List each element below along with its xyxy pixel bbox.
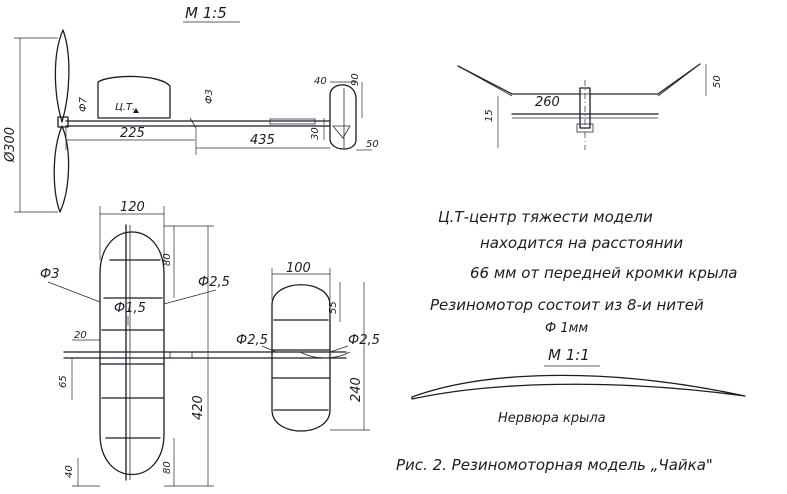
wing-dim-420-label: 420 (191, 395, 206, 420)
stab-phi25-right-leader (329, 345, 349, 353)
wing-dim-40-label: 40 (64, 465, 75, 478)
wing-front-right (589, 63, 701, 95)
dim-260-label: 260 (535, 95, 560, 110)
dim-50-label: 50 (366, 139, 379, 150)
stab-dim-55-label: 55 (328, 301, 339, 314)
stab-mount (269, 118, 316, 125)
wing-front-left-inner (457, 65, 513, 97)
stab-plan-outline (271, 284, 331, 432)
front-dim-50-label: 50 (712, 75, 723, 88)
stab-centre-curve (299, 351, 351, 359)
note-line-4: Резиномотор состоит из 8-и нитей (430, 296, 704, 314)
wing-side-profile (97, 75, 171, 119)
wing-dim-65-label: 65 (58, 375, 69, 388)
scale-title: М 1:5 (185, 4, 227, 22)
stab-plan: 100 55 Ф2,5 Ф2,5 240 (236, 261, 380, 432)
prop-diameter-label: Ø300 (3, 127, 18, 163)
propeller-hub (57, 116, 69, 128)
stab-dim-100-label: 100 (286, 261, 311, 276)
wing-dim-120-label: 120 (120, 200, 145, 215)
wing-phi25-leader (163, 289, 217, 305)
rib-label: Нервюра крыла (498, 411, 606, 426)
wing-phi15-label: Ф1,5 (114, 301, 146, 316)
note-line-2: находится на расстоянии (480, 234, 683, 252)
wing-plan: 120 80 Ф3 Ф2,5 Ф1,5 20 65 420 40 80 (40, 200, 347, 487)
wing-dim-20-label: 20 (74, 330, 87, 341)
stab-dim-240-label: 240 (349, 377, 364, 402)
wing-front-right-inner (657, 63, 701, 97)
cg-label: Ц.Т. (115, 102, 135, 113)
wing-dim-80-bottom-label: 80 (162, 461, 173, 474)
phi7-label: Ф7 (78, 96, 89, 112)
fuselage-joint (189, 117, 197, 129)
dim-90-label: 90 (350, 73, 361, 86)
wing-phi3-label: Ф3 (40, 267, 59, 282)
wing-phi3-leader (47, 281, 101, 303)
dim-30-label: 30 (310, 127, 321, 140)
wing-phi25-label: Ф2,5 (198, 275, 230, 290)
figure-caption: Рис. 2. Резиномоторная модель „Чайка" (396, 456, 713, 474)
note-line-1: Ц.Т-центр тяжести модели (438, 208, 653, 226)
wing-plan-outline (99, 231, 165, 476)
dim-225-label: 225 (120, 126, 145, 141)
stab-phi25-left-leader (261, 345, 277, 353)
note-line-3: 66 мм от передней кромки крыла (470, 264, 738, 282)
wing-front-left (457, 65, 581, 95)
wing-rib-profile (411, 374, 746, 400)
dim-435-label: 435 (250, 133, 275, 148)
wing-dim-80-top-label: 80 (162, 253, 173, 266)
plan-fuselage-joint (169, 351, 193, 359)
fin-outline (329, 84, 357, 150)
side-view: Ø300 Ф7 Ц.Т. Ф3 225 435 40 90 30 (3, 29, 379, 213)
note-line-5: Ф 1мм (545, 321, 588, 336)
rib-scale-title: М 1:1 (548, 346, 590, 364)
propeller-upper-blade (54, 29, 70, 123)
notes: Ц.Т-центр тяжести модели находится на ра… (430, 208, 738, 336)
cg-marker (133, 108, 139, 113)
stab-phi25-left-label: Ф2,5 (236, 333, 268, 348)
phi3-side-label: Ф3 (204, 89, 215, 104)
propeller-lower-blade (53, 125, 70, 213)
front-view: 260 50 15 (457, 63, 723, 150)
front-dim-15-label: 15 (484, 109, 495, 122)
rib-section: М 1:1 Нервюра крыла (411, 346, 746, 426)
dim-40-label: 40 (314, 76, 327, 87)
fin-rudder (332, 125, 351, 139)
